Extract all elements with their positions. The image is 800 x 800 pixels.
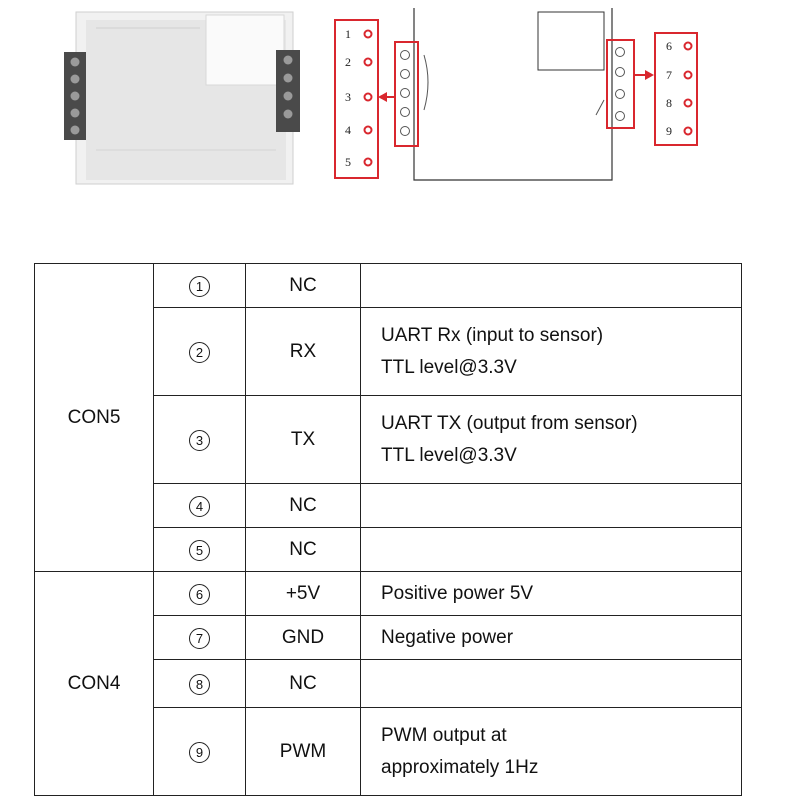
pin-number: 5	[189, 539, 210, 561]
pin-number: 4	[189, 495, 210, 517]
pin-description	[360, 659, 742, 708]
pin-description-line: approximately 1Hz	[381, 756, 539, 778]
pin-number: 1	[189, 275, 210, 297]
pin-row: 9 PWM PWM output at approximately 1Hz	[35, 707, 742, 796]
sensor-diagram: 1 2 3 4 5 6 7 8 9	[64, 8, 698, 185]
pin-number-cell: 7	[153, 615, 246, 660]
con5-pin-callout: 1 2 3 4 5	[334, 19, 379, 179]
pin-row: CON4 6 +5V Positive power 5V	[34, 571, 742, 796]
pin-description-line: Positive power 5V	[381, 582, 534, 604]
sensor-photo	[64, 11, 300, 185]
callout-arrow-right	[634, 70, 654, 80]
pin-signal: RX	[245, 307, 361, 396]
con5-highlight-box	[394, 41, 419, 147]
pin-description-line: PWM output at	[381, 725, 507, 747]
pin-label-2: 2	[345, 55, 351, 69]
pin-row: 7 GND Negative power	[35, 615, 742, 660]
pin-signal: NC	[245, 527, 361, 572]
pin-signal: GND	[245, 615, 361, 660]
pin-description: Negative power	[360, 615, 742, 660]
pin-row: 2 RX UART Rx (input to sensor) TTL level@3.…	[35, 307, 742, 396]
pin-number: 9	[189, 741, 210, 763]
pin-label-4: 4	[345, 123, 351, 137]
pin-description: UART TX (output from sensor) TTL level@3.…	[360, 395, 742, 484]
pin-number-cell: 6	[153, 571, 246, 616]
pin-description-line: UART TX (output from sensor)	[381, 413, 638, 435]
pin-description	[360, 483, 742, 528]
left-pin-header	[64, 52, 86, 140]
connector-name: CON5	[34, 263, 154, 572]
pin-signal: NC	[245, 263, 361, 308]
pin-number-cell: 3	[153, 395, 246, 484]
pin-description	[360, 263, 742, 308]
sensor-outline	[400, 8, 625, 181]
pin-label-7: 7	[666, 68, 672, 82]
connector-name: CON4	[34, 571, 154, 796]
pin-description-line: Negative power	[381, 626, 514, 648]
pin-number: 3	[189, 429, 210, 451]
con4-pin-callout: 6 7 8 9	[654, 32, 698, 146]
pin-number-cell: 8	[153, 659, 246, 708]
pin-row: 3 TX UART TX (output from sensor) TTL level…	[35, 395, 742, 484]
pin-number-cell: 5	[153, 527, 246, 572]
right-pin-header	[276, 50, 300, 132]
pin-row: 8 NC	[35, 659, 742, 708]
callout-arrow-left	[378, 92, 394, 102]
pin-label-6: 6	[666, 39, 672, 53]
pin-description: PWM output at approximately 1Hz	[360, 707, 742, 796]
pin-number: 7	[189, 627, 210, 649]
pin-description-line: TTL level@3.3V	[381, 356, 517, 378]
pin-label-3: 3	[345, 90, 351, 104]
pin-number-cell: 4	[153, 483, 246, 528]
pin-number: 8	[189, 673, 210, 695]
pin-signal: +5V	[245, 571, 361, 616]
pin-description-line: UART Rx (input to sensor)	[381, 325, 604, 347]
pin-label-8: 8	[666, 96, 672, 110]
pin-label-1: 1	[345, 27, 351, 41]
pin-row: 4 NC	[35, 483, 742, 528]
pin-number-cell: 2	[153, 307, 246, 396]
con4-highlight-box	[606, 39, 635, 129]
pin-number-cell: 9	[153, 707, 246, 796]
pin-signal: PWM	[245, 707, 361, 796]
pin-number: 2	[189, 341, 210, 363]
pin-number-cell: 1	[153, 263, 246, 308]
pin-description: Positive power 5V	[360, 571, 742, 616]
pin-signal: TX	[245, 395, 361, 484]
pin-label-5: 5	[345, 155, 351, 169]
pin-signal: NC	[245, 659, 361, 708]
pin-description: UART Rx (input to sensor) TTL level@3.3V	[360, 307, 742, 396]
pin-description-line: TTL level@3.3V	[381, 444, 517, 466]
pin-number: 6	[189, 583, 210, 605]
pin-label-9: 9	[666, 124, 672, 138]
pin-description	[360, 527, 742, 572]
pin-signal: NC	[245, 483, 361, 528]
